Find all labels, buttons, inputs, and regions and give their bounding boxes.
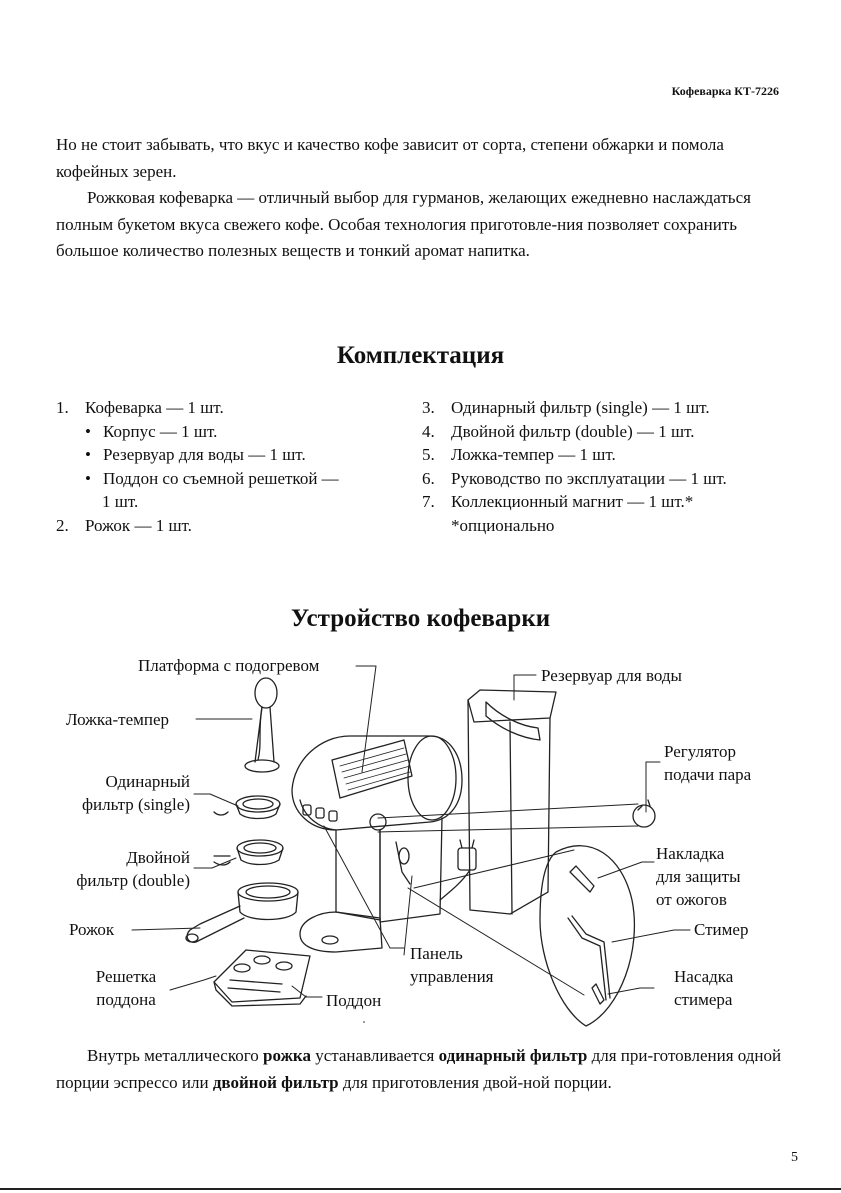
footnote: *опционально [451,515,555,535]
page-number: 5 [791,1150,798,1165]
label-steamer-nozzle: Насадка стимера [674,967,734,1009]
kit-list-right: 3.Одинарный фильтр (single) — 1 шт. 4.Дв… [422,396,727,537]
list-item: 2.Рожок — 1 шт. [56,515,192,535]
bottom-divider [0,1188,841,1190]
label-steamer: Стимер [694,920,749,939]
list-item: 4.Двойной фильтр (double) — 1 шт. [422,421,695,441]
device-heading: Устройство кофеварки [290,605,551,632]
list-item: 7.Коллекционный магнит — 1 шт.* [422,492,694,511]
machine-body-drawing [291,735,463,953]
label-control-panel: Панель управления [410,944,494,986]
single-filter-drawing [213,795,281,820]
list-item: 6.Руководство по эксплуатации — 1 шт. [422,468,727,488]
kit-list-left: 1.Кофеварка — 1 шт. •Корпус — 1 шт. •Рез… [56,396,339,537]
power-cord-drawing [439,839,477,901]
running-header: Кофеварка КТ-7226 [671,84,779,98]
list-subitem: •Поддон со съемной решеткой — [85,468,339,488]
water-reservoir-drawing [467,689,557,915]
label-water-reservoir: Резервуар для воды [541,666,682,685]
intro-paragraph-1: Но не стоит забывать, что вкус и качеств… [56,135,724,181]
outro-paragraph: Внутрь металлического рожка устанавливае… [56,1046,782,1092]
list-item: 1.Кофеварка — 1 шт. [56,398,224,417]
label-single-filter: Одинарный фильтр (single) [81,772,190,814]
list-item: 3.Одинарный фильтр (single) — 1 шт. [422,398,710,417]
label-tamper: Ложка-темпер [66,710,170,729]
label-burn-guard: Накладка для защиты от ожогов [656,844,741,909]
label-steam-regulator: Регулятор подачи пара [664,742,752,784]
label-portafilter: Рожок [69,920,115,939]
label-double-filter: Двойной фильтр (double) [76,848,190,890]
double-filter-drawing [213,839,284,866]
label-drip-tray: Поддон [326,991,382,1010]
tamper-spoon-drawing [244,677,280,773]
label-drip-grid: Решетка поддона [95,967,157,1009]
portafilter-drawing [185,882,299,943]
list-subitem: •Корпус — 1 шт. [85,421,218,441]
steam-knob-drawing [632,799,656,828]
drip-tray-drawing [213,949,311,1007]
intro-paragraph-2: Рожковая кофеварка — отличный выбор для … [56,188,751,260]
kit-heading: Комплектация [336,342,505,369]
steamer-detail-drawing [539,845,636,1027]
list-subitem: •Резервуар для воды — 1 шт. [85,445,306,464]
list-subitem-continued: 1 шт. [102,492,139,511]
list-item: 5.Ложка-темпер — 1 шт. [422,445,616,464]
label-heated-platform: Платформа с подогревом [138,656,320,675]
